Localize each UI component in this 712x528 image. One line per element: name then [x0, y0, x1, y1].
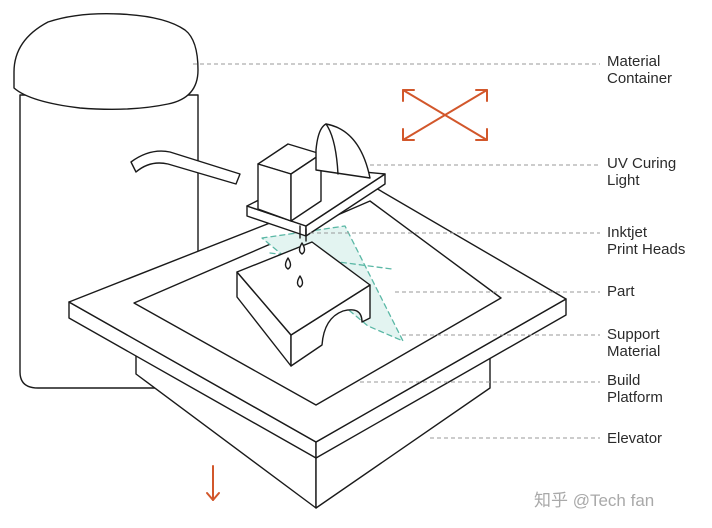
- down-arrow-icon: [206, 465, 220, 501]
- label-inkjet-print-heads: Inktjet Print Heads: [607, 224, 685, 258]
- label-build-platform: Build Platform: [607, 372, 663, 406]
- leader-lines: [193, 63, 600, 439]
- label-part: Part: [607, 283, 635, 300]
- part: [236, 241, 371, 367]
- ink-droplets: [284, 242, 306, 288]
- label-material-container: Material Container: [607, 53, 672, 87]
- label-part-line1: Part: [607, 283, 635, 300]
- label-elevator-line1: Elevator: [607, 430, 663, 447]
- label-support-material-line1: Support: [607, 326, 660, 343]
- label-elevator: Elevator: [607, 430, 662, 447]
- label-inkjet-print-heads-line2: Print Heads: [607, 241, 686, 258]
- watermark: 知乎 @Tech fan: [534, 491, 655, 510]
- print-head-carriage: [246, 143, 386, 242]
- label-inkjet-print-heads-line1: Inktjet: [607, 224, 648, 241]
- label-material-container-line2: Container: [607, 70, 673, 87]
- label-build-platform-line1: Build: [607, 372, 641, 389]
- label-build-platform-line2: Platform: [607, 389, 663, 406]
- label-uv-curing-light-line1: UV Curing: [607, 155, 677, 172]
- four-way-diagonal-arrow-icon: [402, 89, 488, 141]
- uv-curing-light: [315, 123, 371, 179]
- feed-tube: [130, 150, 241, 185]
- label-material-container-line1: Material: [607, 53, 661, 70]
- label-support-material-line2: Material: [607, 343, 661, 360]
- label-uv-curing-light: UV Curing Light: [607, 155, 676, 189]
- label-support-material: Support Material: [607, 326, 660, 360]
- label-uv-curing-light-line2: Light: [607, 172, 640, 189]
